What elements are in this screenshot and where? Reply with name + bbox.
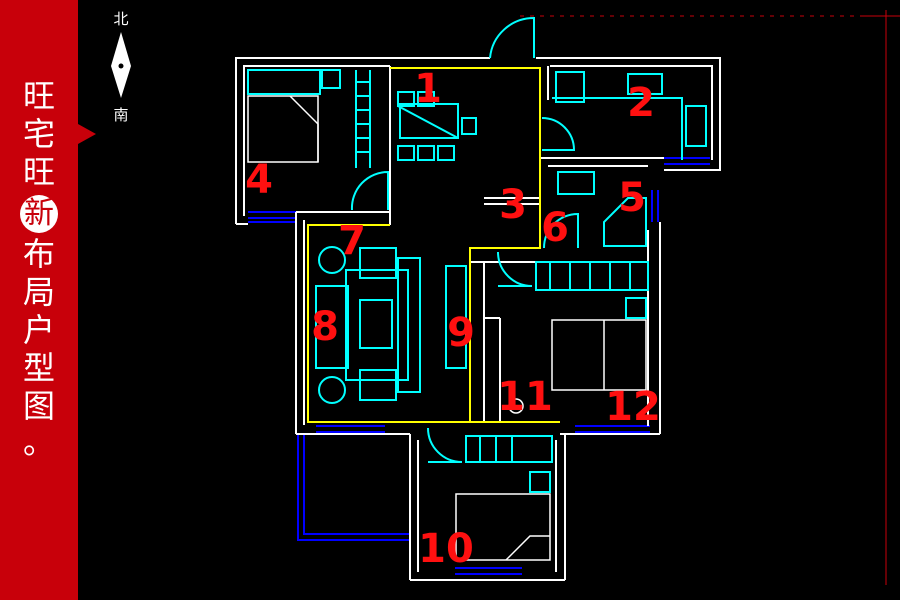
room-label-1: 1 [414,66,442,112]
beds [247,95,647,561]
banner-char: 新 [20,195,58,233]
room-label-9: 9 [447,310,475,356]
banner-char: 户 [22,311,55,349]
room-label-2: 2 [627,80,655,126]
room-label-10: 10 [418,526,474,572]
windows [248,157,710,575]
banner-char: 图 [22,387,55,425]
room-label-12: 12 [605,384,661,430]
frame-lines [520,10,900,585]
banner-char: 型 [22,349,55,387]
banner-char-highlight: 新 [0,194,78,233]
room-label-4: 4 [245,157,273,203]
room-label-6: 6 [541,205,569,251]
banner-char: 。 [22,423,55,461]
compass: 北 南 [111,10,131,124]
room-label-5: 5 [618,175,646,221]
compass-south-label: 南 [113,106,128,124]
banner-char: 旺 [22,153,55,191]
room-label-8: 8 [311,304,339,350]
furniture [247,69,707,493]
room-labels: 1 2 3 4 5 6 7 8 9 10 11 12 [245,66,661,572]
banner-arrow [78,124,96,144]
banner-char: 旺 [22,77,55,115]
title-banner: 旺 宅 旺 新 布 局 户 型 图 。 [0,0,78,600]
room-label-7: 7 [338,218,366,264]
room-label-11: 11 [497,374,553,420]
room-label-3: 3 [499,182,527,228]
banner-char: 布 [22,235,55,273]
walls [235,57,721,581]
zone-lines [307,67,560,423]
compass-north-label: 北 [113,10,128,28]
doors [350,16,579,463]
banner-char: 宅 [22,115,55,153]
banner-char: 局 [22,273,55,311]
